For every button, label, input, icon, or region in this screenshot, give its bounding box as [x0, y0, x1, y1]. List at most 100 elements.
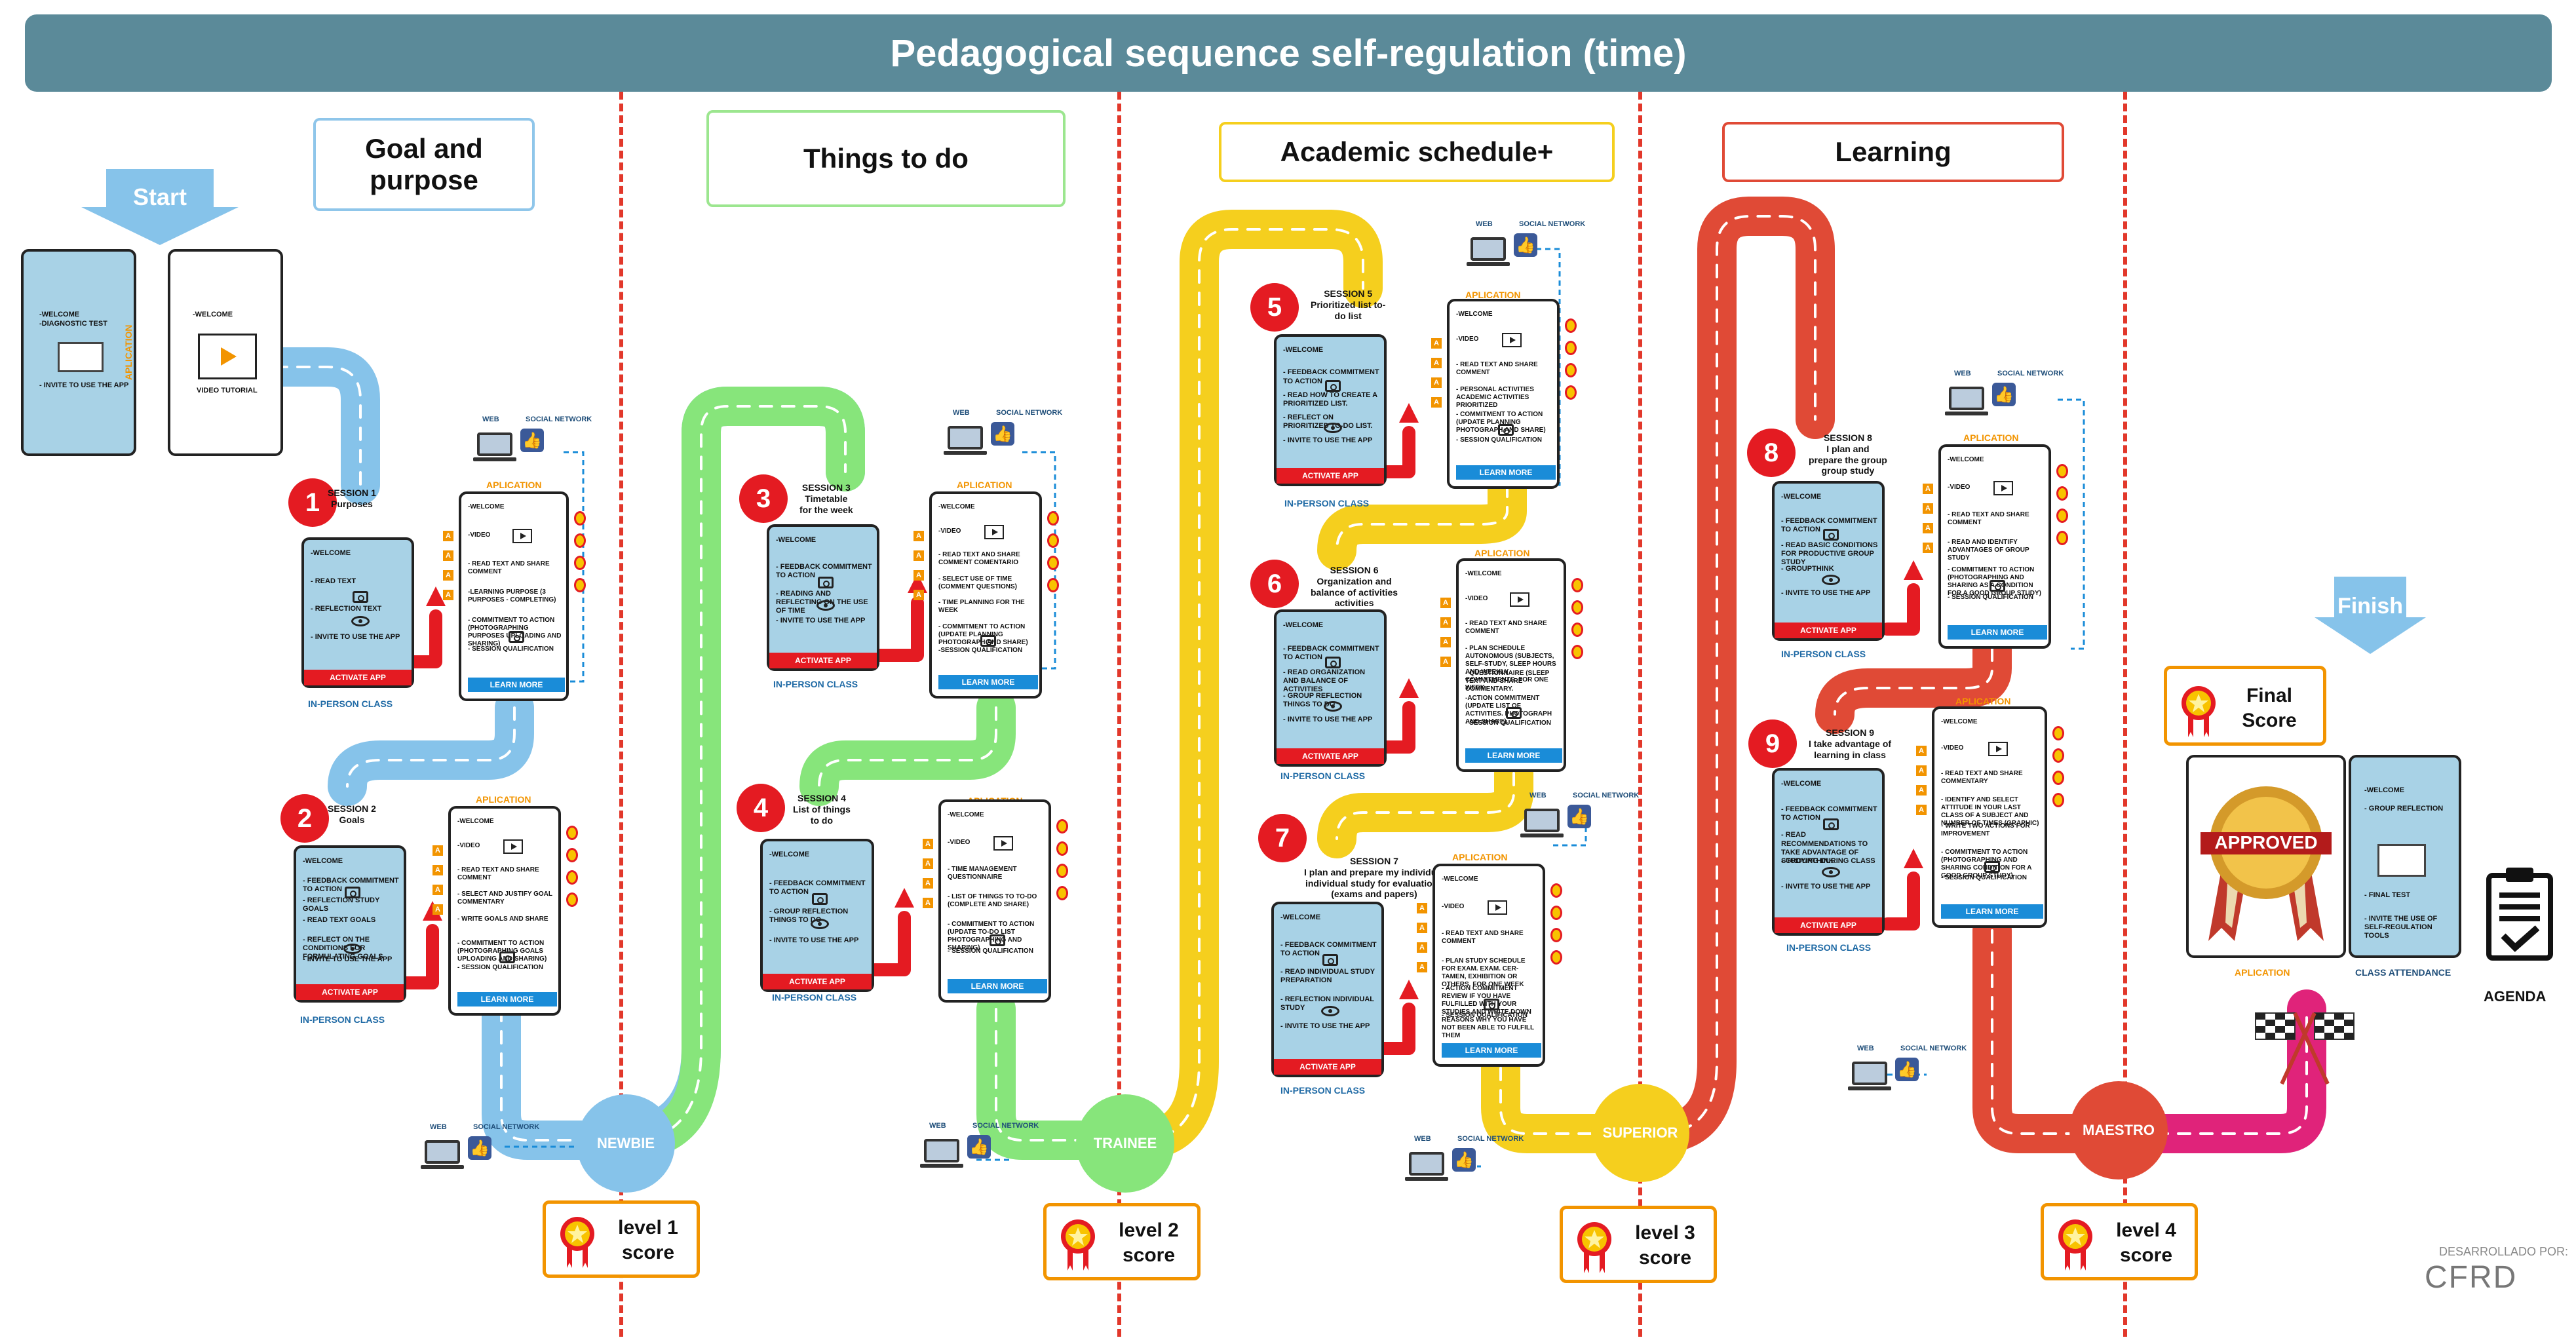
medals-column — [574, 511, 586, 600]
camera-icon — [812, 893, 828, 906]
medal-icon — [1056, 819, 1068, 834]
laptop-icon[interactable] — [1520, 809, 1564, 837]
session-title: SESSION 9 I take advantage of learning i… — [1809, 727, 1892, 760]
camera-icon — [1484, 998, 1499, 1010]
a-badge-icon: A — [443, 550, 453, 561]
laptop-icon[interactable] — [1405, 1152, 1448, 1181]
app-line: - SESSION QUALIFICATION — [1948, 594, 2033, 601]
learn-more-button[interactable]: LEARN MORE — [1456, 465, 1556, 480]
in-person-line: - FEEDBACK COMMITMENT TO ACTION — [1781, 516, 1877, 533]
app-line: - COMMITMENT TO ACTION (UPDATE TO-DO LIS… — [948, 920, 1035, 951]
app-line: - SESSION QUALIFICATION — [1941, 874, 2027, 882]
in-person-line: - FEEDBACK COMMITMENT TO ACTION — [1283, 645, 1379, 662]
eye-icon — [817, 600, 835, 611]
web-label: WEB — [1857, 1045, 1874, 1052]
app-line: -WELCOME — [457, 818, 494, 825]
a-badge-icon: A — [923, 898, 933, 908]
activate-app-button[interactable]: ACTIVATE APP — [769, 653, 877, 668]
medal-icon — [574, 533, 586, 548]
thumbs-up-icon[interactable]: 👍 — [520, 429, 544, 452]
aplicacion-label: APLICATION — [486, 480, 542, 490]
learn-more-button[interactable]: LEARN MORE — [938, 675, 1038, 689]
laptop-icon[interactable] — [920, 1139, 963, 1168]
start-line: - INVITE TO USE THE APP — [39, 381, 129, 389]
learn-more-button[interactable]: LEARN MORE — [1465, 748, 1562, 763]
laptop-icon[interactable] — [1467, 237, 1510, 266]
a-badge-icon: A — [1440, 617, 1451, 628]
camera-icon — [345, 887, 360, 898]
thumbs-up-icon[interactable]: 👍 — [967, 1135, 991, 1159]
learn-more-button[interactable]: LEARN MORE — [1442, 1043, 1541, 1058]
learn-more-button[interactable]: LEARN MORE — [1941, 904, 2043, 919]
in-person-phone: -WELCOME- READ TEXT- REFLECTION TEXT- IN… — [301, 537, 414, 688]
activate-app-button[interactable]: ACTIVATE APP — [304, 670, 412, 685]
aplicacion-label: APLICATION — [1955, 696, 2011, 706]
in-person-line: - FEEDBACK COMMITMENT TO ACTION — [769, 879, 866, 896]
a-badge-icon: A — [1916, 765, 1927, 776]
session-number-circle: 6 — [1250, 560, 1299, 608]
level-4-score: level 4 score — [2041, 1203, 2198, 1280]
social-network-label: SOCIAL NETWORK — [473, 1123, 540, 1131]
laptop-icon[interactable] — [421, 1140, 464, 1169]
session-title: SESSION 5 Prioritized list to- do list — [1311, 288, 1386, 321]
medal-icon — [1047, 578, 1059, 592]
medal-icon — [574, 556, 586, 570]
web-label: WEB — [1954, 370, 1971, 377]
thumbs-up-icon[interactable]: 👍 — [1514, 233, 1537, 257]
social-network-label: SOCIAL NETWORK — [1573, 792, 1640, 799]
a-badge-icon: A — [1431, 397, 1442, 408]
social-network-label: SOCIAL NETWORK — [526, 415, 592, 423]
activate-app-button[interactable]: ACTIVATE APP — [1775, 623, 1882, 638]
thumbs-up-icon[interactable]: 👍 — [468, 1136, 491, 1160]
activate-app-button[interactable]: ACTIVATE APP — [1274, 1059, 1381, 1075]
app-line: - IDENTIFY AND SELECT ATTITUDE IN YOUR L… — [1941, 796, 2039, 828]
laptop-icon[interactable] — [944, 426, 987, 455]
learn-more-button[interactable]: LEARN MORE — [1948, 625, 2047, 640]
learn-more-button[interactable]: LEARN MORE — [948, 979, 1047, 993]
laptop-icon[interactable] — [473, 432, 516, 461]
thumbs-up-icon[interactable]: 👍 — [1567, 805, 1591, 828]
activate-app-button[interactable]: ACTIVATE APP — [1277, 468, 1384, 484]
in-person-line: - INVITE TO USE THE APP — [776, 617, 866, 624]
app-phone: -WELCOME-VIDEO- READ TEXT AND SHARE COMM… — [1447, 299, 1560, 489]
section-things-header: Things to do — [706, 110, 1066, 207]
diagnostic-phone: -WELCOME -DIAGNOSTIC TEST - INVITE TO US… — [21, 249, 136, 456]
thumbs-up-icon[interactable]: 👍 — [1452, 1148, 1476, 1172]
level-2-score-text: level 2 score — [1109, 1218, 1188, 1267]
medal-icon — [2052, 748, 2064, 763]
social-network-label: SOCIAL NETWORK — [1900, 1045, 1967, 1052]
eye-icon — [1321, 1006, 1339, 1017]
app-line: -LEARNING PURPOSE (3 PURPOSES - COMPLETI… — [468, 588, 556, 604]
medal-icon — [2056, 486, 2068, 501]
in-person-line: - INVITE TO USE THE APP — [1781, 589, 1871, 598]
a-badge-icon: A — [1440, 637, 1451, 647]
thumbs-up-icon[interactable]: 👍 — [1992, 383, 2016, 406]
in-person-line: - INVITE TO USE THE APP — [769, 936, 859, 944]
level-score-text: level 4 score — [2116, 1219, 2176, 1266]
in-person-line: -WELCOME — [776, 536, 817, 544]
video-icon — [1510, 592, 1529, 607]
app-phone: -WELCOME-VIDEO- READ TEXT AND SHARE COMM… — [1938, 444, 2051, 649]
level-4-score-text: level 4 score — [2107, 1218, 2185, 1267]
laptop-icon[interactable] — [1848, 1062, 1891, 1090]
camera-icon — [353, 590, 368, 603]
medal-icon — [2052, 771, 2064, 785]
learn-more-button[interactable]: LEARN MORE — [468, 678, 565, 692]
thumbs-up-icon[interactable]: 👍 — [1895, 1058, 1919, 1081]
activate-app-button[interactable]: ACTIVATE APP — [1277, 748, 1384, 764]
learn-more-button[interactable]: LEARN MORE — [457, 992, 557, 1006]
thumbs-up-icon[interactable]: 👍 — [991, 422, 1014, 446]
app-phone: -WELCOME-VIDEO- READ TEXT AND SHARE COMM… — [1456, 558, 1566, 772]
app-line: - READ TEXT AND SHARE COMMENT — [1442, 930, 1524, 946]
finish-label: Finish — [2337, 594, 2404, 619]
medal-icon — [1565, 318, 1577, 333]
activate-app-button[interactable]: ACTIVATE APP — [296, 984, 404, 1000]
laptop-icon[interactable] — [1945, 387, 1988, 415]
medals-column — [1550, 883, 1562, 972]
app-phone: -WELCOME-VIDEO- READ TEXT AND SHARE COMM… — [448, 806, 561, 1016]
activate-app-button[interactable]: ACTIVATE APP — [763, 974, 872, 989]
in-person-phone: -WELCOME- FEEDBACK COMMITMENT TO ACTION-… — [1271, 902, 1384, 1077]
medal-icon — [1056, 841, 1068, 856]
activate-app-button[interactable]: ACTIVATE APP — [1775, 917, 1882, 933]
